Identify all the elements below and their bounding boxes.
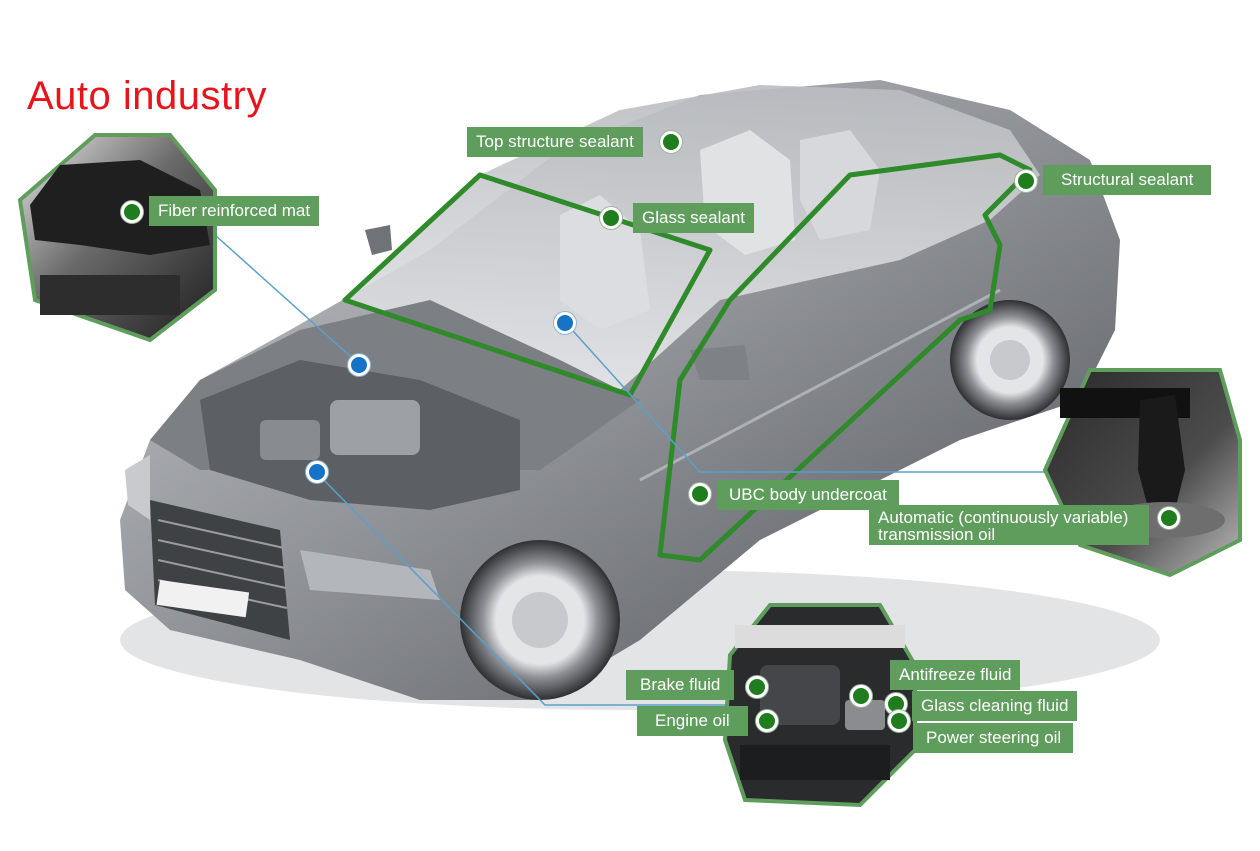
marker-engine-point [306, 461, 328, 483]
marker-transmission [1158, 507, 1180, 529]
label-glass-sealant: Glass sealant [633, 203, 754, 233]
marker-structural [1015, 170, 1037, 192]
label-antifreeze-fluid: Antifreeze fluid [890, 660, 1021, 690]
marker-ubc [689, 483, 711, 505]
marker-fiber-mat [121, 201, 143, 223]
label-top-structure-sealant: Top structure sealant [467, 127, 643, 157]
marker-glass-sealant [600, 207, 622, 229]
label-fiber-reinforced-mat: Fiber reinforced mat [149, 196, 320, 226]
marker-antifreeze [850, 685, 872, 707]
label-glass-cleaning-fluid: Glass cleaning fluid [912, 691, 1078, 721]
marker-top-structure [660, 131, 682, 153]
marker-body-point [348, 354, 370, 376]
car-cutaway-illustration [120, 80, 1160, 710]
marker-power-steering [888, 710, 910, 732]
label-structural-sealant: Structural sealant [1043, 165, 1212, 195]
label-brake-fluid: Brake fluid [626, 670, 735, 700]
marker-engine-oil [756, 710, 778, 732]
label-engine-oil: Engine oil [637, 706, 748, 736]
engine-bay-photo [722, 603, 917, 808]
marker-brake [746, 676, 768, 698]
label-ubc-body-undercoat: UBC body undercoat [717, 480, 899, 510]
label-power-steering-oil: Power steering oil [914, 723, 1074, 753]
label-transmission-line2: transmission oil [878, 525, 996, 544]
label-transmission-oil: Automatic (continuously variable) transm… [869, 505, 1149, 545]
sealant-outlines [342, 152, 1033, 563]
marker-interior-point [554, 312, 576, 334]
page-title: Auto industry [27, 74, 267, 118]
label-transmission-line1: Automatic (continuously variable) [878, 508, 1129, 527]
leader-lines [214, 234, 1050, 706]
hood-underside-photo [17, 133, 217, 343]
